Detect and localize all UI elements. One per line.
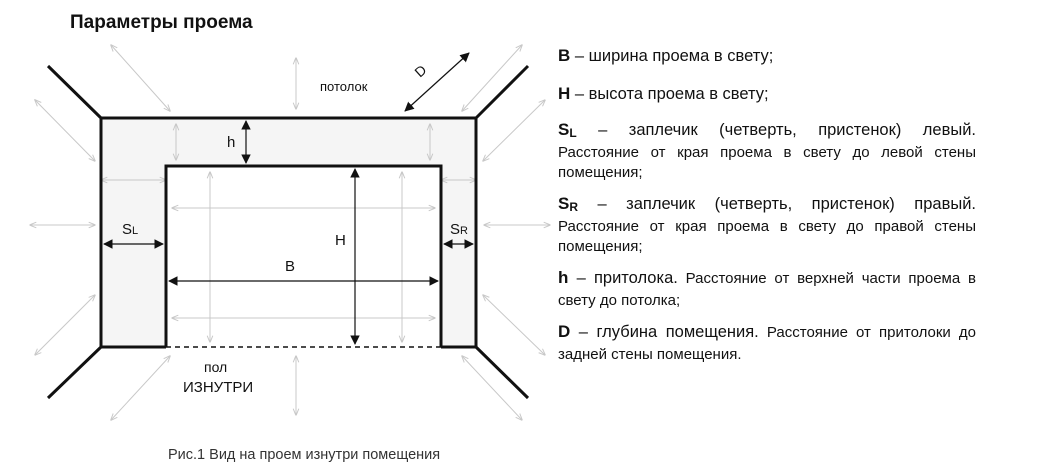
legend-item: D – глубина помещения. Расстояние от при… (558, 322, 976, 365)
legend-lead: – заплечик (четверть, пристенок) левый. (576, 121, 976, 139)
legend-item: B – ширина проема в свету; (558, 46, 976, 69)
figure-caption: Рис.1 Вид на проем изнутри помещения (168, 447, 441, 463)
legend-symbol: H (558, 84, 571, 103)
depth-label: D (411, 62, 429, 81)
ceiling-label: потолок (320, 79, 368, 94)
legend-item: SL – заплечик (четверть, пристенок) левы… (558, 120, 976, 183)
legend-desc: Расстояние от края проема в свету до пра… (558, 218, 976, 255)
left-jamb-label-sub: L (132, 225, 138, 237)
height-label: H (335, 232, 346, 249)
floor-label: пол (204, 359, 227, 375)
reference-arrows (30, 45, 550, 420)
legend-symbol: B (558, 46, 571, 65)
legend-lead: – ширина проема в свету; (570, 47, 774, 65)
legend-symbol: SR (558, 194, 579, 214)
depth-dimension-arrow (404, 52, 470, 112)
legend-item: h – притолока. Расстояние от верхней час… (558, 268, 976, 311)
legend-symbol: D (558, 322, 571, 341)
legend-desc: Расстояние от края проема в свету до лев… (558, 144, 976, 181)
right-jamb-label: SR (450, 221, 468, 238)
legend-desc: Расстояние от верхней части проема в све… (558, 270, 976, 309)
parameter-legend: B – ширина проема в свету; H – высота пр… (558, 46, 976, 365)
page-title: Параметры проема (70, 12, 253, 33)
legend-item: H – высота проема в свету; (558, 84, 976, 107)
left-jamb-label-main: S (122, 221, 132, 238)
opening-diagram: потолок D h H B SL SR пол ИЗНУТРИ (0, 0, 560, 440)
legend-lead: – высота проема в свету; (570, 85, 769, 103)
right-jamb-label-sub: R (460, 225, 468, 237)
legend-item: SR – заплечик (четверть, пристенок) прав… (558, 194, 976, 257)
width-label: B (285, 258, 295, 275)
inside-label: ИЗНУТРИ (183, 379, 253, 396)
legend-desc: Расстояние от притолоки до задней стены … (558, 324, 976, 363)
legend-symbol: SL (558, 120, 577, 140)
lintel-label: h (227, 134, 235, 151)
dimension-arrows (103, 52, 474, 345)
legend-lead: – глубина помещения. (570, 323, 759, 341)
room-corners (46, 64, 530, 400)
wall-outline (99, 116, 478, 349)
legend-symbol: h (558, 268, 569, 287)
right-jamb-label-main: S (450, 221, 460, 238)
left-jamb-label: SL (122, 221, 138, 238)
wall-area (101, 118, 476, 347)
legend-lead: – притолока. (568, 269, 678, 287)
legend-lead: – заплечик (четверть, пристенок) правый. (578, 195, 976, 213)
